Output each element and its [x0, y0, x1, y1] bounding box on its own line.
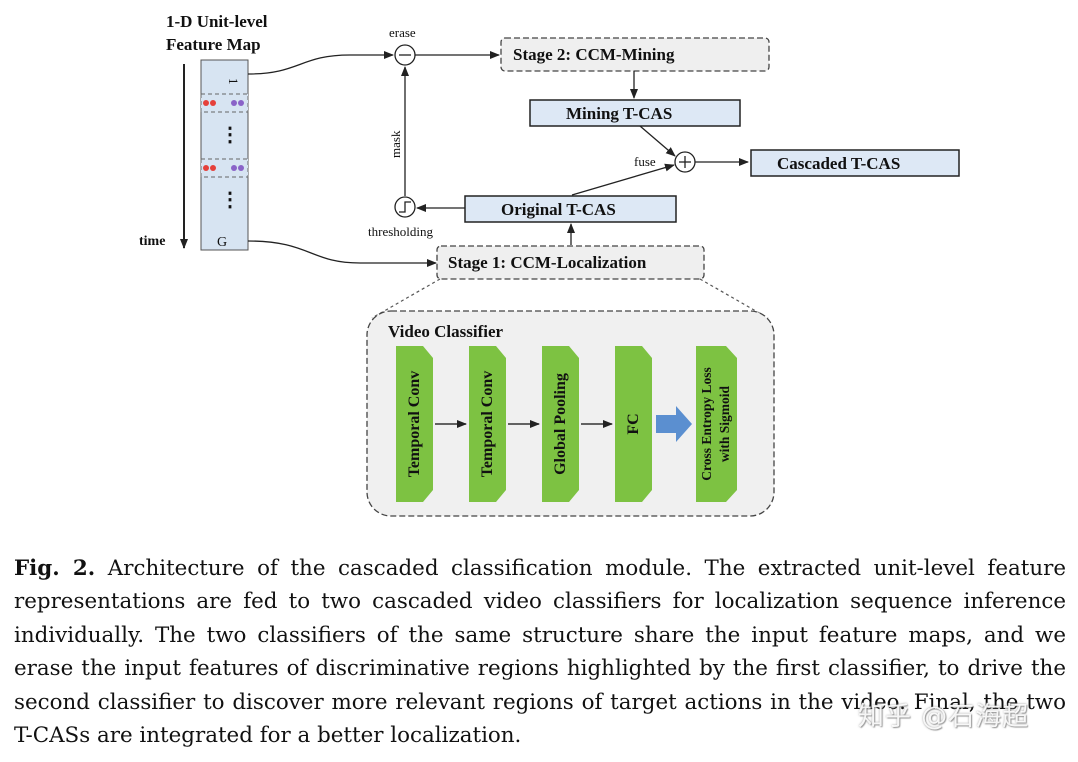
- layer-block-temporal-conv-1: Temporal Conv: [396, 346, 433, 502]
- erase-label: erase: [389, 25, 416, 40]
- loss-label-line2: with Sigmoid: [717, 385, 732, 462]
- thresholding-label: thresholding: [368, 224, 433, 239]
- threshold-operator-icon: [394, 196, 416, 218]
- video-classifier-title: Video Classifier: [388, 322, 504, 341]
- cascaded-tcas-label: Cascaded T-CAS: [777, 154, 900, 173]
- original-tcas-label: Original T-CAS: [501, 200, 616, 219]
- mining-tcas-box: [529, 99, 741, 127]
- zoom-line-left: [371, 278, 441, 319]
- fuse-label: fuse: [634, 154, 656, 169]
- layer-block-loss: Cross Entropy Loss with Sigmoid: [696, 346, 737, 502]
- features-to-erase-connector: [247, 51, 394, 75]
- feature-map-ellipsis-2: ⋮: [220, 189, 240, 211]
- erase-operator-icon: [394, 44, 416, 66]
- mining-tcas-label: Mining T-CAS: [566, 104, 672, 123]
- architecture-diagram: 1-D Unit-level Feature Map time 1 ⋮ ⋮ G …: [139, 12, 960, 517]
- stage1-label: Stage 1: CCM-Localization: [448, 253, 647, 272]
- figure-caption: Fig. 2. Architecture of the cascaded cla…: [14, 552, 1066, 752]
- features-to-stage1-connector: [247, 240, 437, 267]
- stage2-label: Stage 2: CCM-Mining: [513, 45, 675, 64]
- figure-label: Fig. 2.: [14, 556, 96, 581]
- feature-map-title-line2: Feature Map: [166, 35, 261, 54]
- original-tcas-box: [464, 195, 677, 223]
- caption-text: Architecture of the cascaded classificat…: [14, 556, 1067, 749]
- fuse-operator-icon: [674, 151, 696, 173]
- layer-label-temporal-conv-2: Temporal Conv: [479, 371, 496, 478]
- layer-label-global-pooling: Global Pooling: [552, 373, 569, 475]
- layer-block-fc: FC: [615, 346, 652, 502]
- loss-label-line1: Cross Entropy Loss: [699, 367, 714, 481]
- zoom-line-right: [699, 278, 769, 319]
- stage2-box: [500, 37, 770, 72]
- stage1-box: [436, 245, 705, 280]
- layer-label-fc: FC: [625, 413, 642, 434]
- mining-to-fuse-arrow: [639, 125, 676, 157]
- layer-block-global-pooling: Global Pooling: [542, 346, 579, 502]
- layer-label-temporal-conv-1: Temporal Conv: [406, 371, 423, 478]
- feature-map-ellipsis-1: ⋮: [220, 124, 240, 146]
- watermark: 知乎 @石海超: [858, 702, 1030, 732]
- original-to-fuse-arrow: [571, 163, 675, 196]
- time-label: time: [139, 234, 165, 249]
- blue-arrow-icon: [656, 406, 692, 442]
- feature-map-title-line1: 1-D Unit-level: [166, 12, 268, 31]
- feature-map-column: [200, 59, 249, 251]
- feature-map-bottom-label: G: [217, 235, 227, 250]
- layer-block-temporal-conv-2: Temporal Conv: [469, 346, 506, 502]
- mask-label: mask: [388, 130, 403, 158]
- feature-map-top-label: 1: [226, 78, 241, 85]
- cascaded-tcas-box: [750, 149, 960, 177]
